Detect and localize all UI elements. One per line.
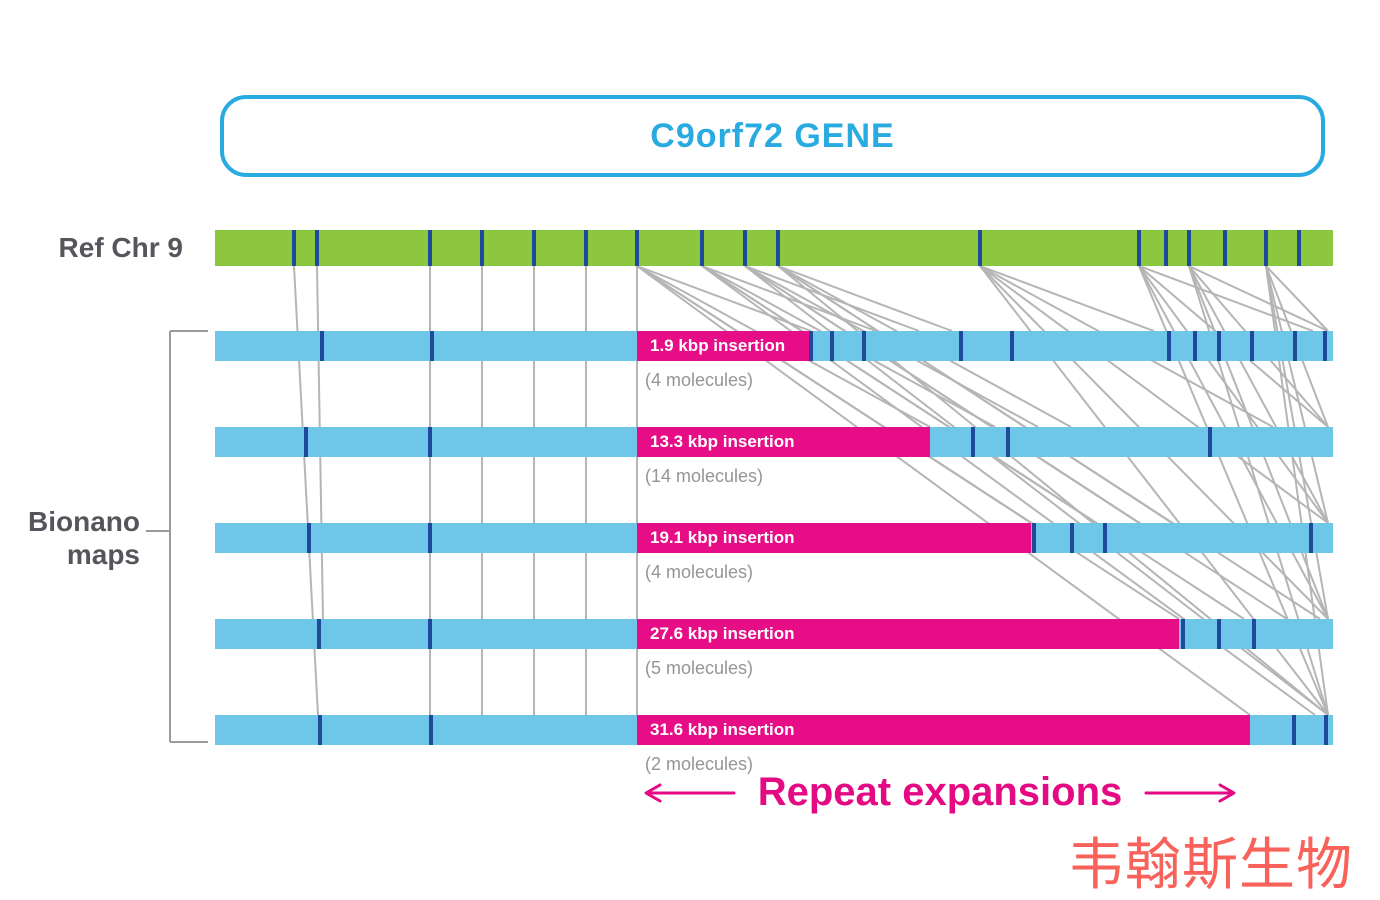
map-label-site bbox=[428, 523, 432, 553]
molecules-count: (4 molecules) bbox=[645, 562, 754, 582]
map-label-site bbox=[320, 331, 324, 361]
ref-label-site bbox=[292, 230, 296, 266]
molecules-count: (14 molecules) bbox=[645, 466, 764, 486]
alignment-line bbox=[1188, 265, 1329, 332]
map-label-site bbox=[1250, 331, 1254, 361]
alignment-line bbox=[777, 265, 953, 332]
ref-label-site bbox=[635, 230, 639, 266]
map-label-site bbox=[1032, 523, 1036, 553]
map-label-site bbox=[1324, 715, 1328, 745]
alignment-line bbox=[744, 265, 920, 332]
alignment-line bbox=[701, 265, 877, 332]
map-label-site bbox=[1292, 715, 1296, 745]
map-label-site bbox=[307, 523, 311, 553]
alignment-line bbox=[1188, 265, 1329, 524]
ref-chr9-bar bbox=[215, 230, 1333, 266]
map-label-site bbox=[317, 619, 321, 649]
ref-label-site bbox=[480, 230, 484, 266]
map-label-site bbox=[428, 427, 432, 457]
ref-label-site bbox=[315, 230, 319, 266]
ref-label-site bbox=[1297, 230, 1301, 266]
map-label-site bbox=[1103, 523, 1107, 553]
molecules-count: (5 molecules) bbox=[645, 658, 754, 678]
alignment-line bbox=[1265, 265, 1329, 524]
insertion-label: 1.9 kbp insertion bbox=[650, 336, 786, 355]
ref-label-site bbox=[776, 230, 780, 266]
ref-label-site bbox=[1137, 230, 1141, 266]
right-arrow-icon bbox=[1144, 783, 1236, 802]
map-label-site bbox=[862, 331, 866, 361]
insertion-segment bbox=[637, 427, 930, 457]
ref-label-site bbox=[428, 230, 432, 266]
ref-label-site bbox=[532, 230, 536, 266]
alignment-line bbox=[636, 265, 812, 332]
map-label-site bbox=[429, 715, 433, 745]
ref-label-site bbox=[1223, 230, 1227, 266]
repeat-expansions-label: Repeat expansions bbox=[757, 770, 1123, 814]
insertion-label: 13.3 kbp insertion bbox=[650, 432, 795, 451]
map-label-site bbox=[1217, 619, 1221, 649]
alignment-line bbox=[979, 265, 1155, 332]
map-label-site bbox=[1010, 331, 1014, 361]
insertion-segment bbox=[637, 523, 1031, 553]
map-label-site bbox=[1193, 331, 1197, 361]
map-label-site bbox=[1293, 331, 1297, 361]
insertion-segment bbox=[637, 619, 1179, 649]
insertion-segment bbox=[637, 331, 811, 361]
alignment-line bbox=[1138, 265, 1314, 332]
ref-label-site bbox=[978, 230, 982, 266]
ref-label-site bbox=[1164, 230, 1168, 266]
map-label-site bbox=[1070, 523, 1074, 553]
left-arrow-icon bbox=[644, 783, 736, 802]
bionano-maps-label-line1: Bionano bbox=[28, 506, 140, 537]
bionano-maps-label-line2: maps bbox=[66, 539, 140, 570]
ref-label-site bbox=[743, 230, 747, 266]
ref-chr9-label: Ref Chr 9 bbox=[58, 232, 183, 263]
map-label-site bbox=[1181, 619, 1185, 649]
map-label-site bbox=[1006, 427, 1010, 457]
map-label-site bbox=[1217, 331, 1221, 361]
map-label-site bbox=[428, 619, 432, 649]
map-label-site bbox=[304, 427, 308, 457]
bionano-maps-label: Bionano maps bbox=[0, 505, 140, 571]
ref-label-site bbox=[700, 230, 704, 266]
map-label-site bbox=[1208, 427, 1212, 457]
insertion-label: 31.6 kbp insertion bbox=[650, 720, 795, 739]
ref-label-site bbox=[1264, 230, 1268, 266]
map-label-site bbox=[318, 715, 322, 745]
gene-title: C9orf72 GENE bbox=[650, 116, 895, 155]
map-label-site bbox=[1252, 619, 1256, 649]
gene-title-box: C9orf72 GENE bbox=[220, 95, 1325, 177]
molecules-count: (4 molecules) bbox=[645, 370, 754, 390]
insertion-segment bbox=[637, 715, 1250, 745]
map-label-site bbox=[971, 427, 975, 457]
map-label-site bbox=[830, 331, 834, 361]
watermark: 韦翰斯生物 bbox=[1068, 835, 1353, 897]
map-label-site bbox=[1323, 331, 1327, 361]
alignment-line bbox=[1265, 265, 1329, 332]
map-label-site bbox=[1309, 523, 1313, 553]
insertion-label: 27.6 kbp insertion bbox=[650, 624, 795, 643]
repeat-expansions-row: Repeat expansions bbox=[560, 770, 1320, 815]
map-label-site bbox=[1167, 331, 1171, 361]
map-label-site bbox=[809, 331, 813, 361]
map-label-site bbox=[430, 331, 434, 361]
ref-label-site bbox=[584, 230, 588, 266]
map-label-site bbox=[959, 331, 963, 361]
alignment-line bbox=[979, 265, 1329, 524]
molecules-count: (2 molecules) bbox=[645, 754, 754, 774]
ref-label-site bbox=[1187, 230, 1191, 266]
insertion-label: 19.1 kbp insertion bbox=[650, 528, 795, 547]
